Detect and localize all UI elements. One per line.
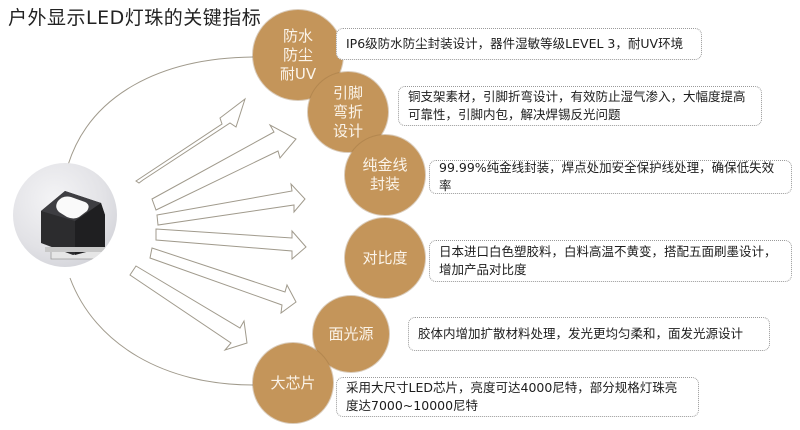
led-bead-image	[13, 163, 117, 267]
page-title: 户外显示LED灯珠的关键指标	[8, 7, 262, 29]
node-label: 面光源	[328, 324, 374, 343]
indicator-node-waterproof: 防水 防尘 耐UV	[253, 10, 343, 100]
arrow-icon	[155, 228, 307, 261]
arrow-icon	[149, 247, 297, 315]
node-label: 防水 防尘 耐UV	[279, 26, 317, 83]
indicator-description-contrast: 日本进口白色塑胶料，白料高温不黄变，搭配五面刷墨设计，增加产品对比度	[429, 240, 792, 282]
description-text: 胶体内增加扩散材料处理，发光更均匀柔和，面发光源设计	[418, 326, 744, 341]
description-text: IP6级防水防尘封装设计，器件湿敏等级LEVEL 3，耐UV环境	[346, 36, 684, 51]
led-bead-icon	[41, 191, 106, 260]
indicator-description-surface-light: 胶体内增加扩散材料处理，发光更均匀柔和，面发光源设计	[408, 317, 770, 351]
arrow-icon	[151, 123, 297, 211]
arc-line	[69, 277, 254, 386]
arrow-icon	[129, 265, 248, 352]
description-text: 99.99%纯金线封装，焊点处加安全保护线处理，确保低失效率	[439, 160, 775, 193]
arrow-icon	[135, 97, 246, 184]
arc-line	[67, 56, 254, 166]
indicator-node-contrast: 对比度	[345, 218, 425, 298]
indicator-description-pin-bending: 铜支架素材，引脚折弯设计，有效防止湿气渗入，大幅度提高可靠性，引脚内包，解决焊锡…	[398, 86, 762, 126]
arrow-icon	[156, 182, 306, 226]
indicator-node-gold-wire: 纯金线 封装	[345, 135, 425, 215]
node-label: 大芯片	[270, 373, 316, 392]
node-label: 纯金线 封装	[362, 156, 408, 193]
indicator-node-large-chip: 大芯片	[253, 343, 333, 423]
node-label: 引脚 弯折 设计	[332, 83, 363, 140]
indicator-description-large-chip: 采用大尺寸LED芯片，亮度可达4000尼特，部分规格灯珠亮度达7000~1000…	[336, 377, 699, 417]
indicator-description-waterproof: IP6级防水防尘封装设计，器件湿敏等级LEVEL 3，耐UV环境	[336, 28, 702, 60]
description-text: 日本进口白色塑胶料，白料高温不黄变，搭配五面刷墨设计，增加产品对比度	[439, 244, 777, 277]
indicator-description-gold-wire: 99.99%纯金线封装，焊点处加安全保护线处理，确保低失效率	[429, 160, 792, 194]
description-text: 采用大尺寸LED芯片，亮度可达4000尼特，部分规格灯珠亮度达7000~1000…	[346, 380, 678, 413]
indicator-node-surface-light: 面光源	[313, 296, 389, 372]
node-label: 对比度	[362, 248, 408, 267]
description-text: 铜支架素材，引脚折弯设计，有效防止湿气渗入，大幅度提高可靠性，引脚内包，解决焊锡…	[408, 89, 746, 122]
